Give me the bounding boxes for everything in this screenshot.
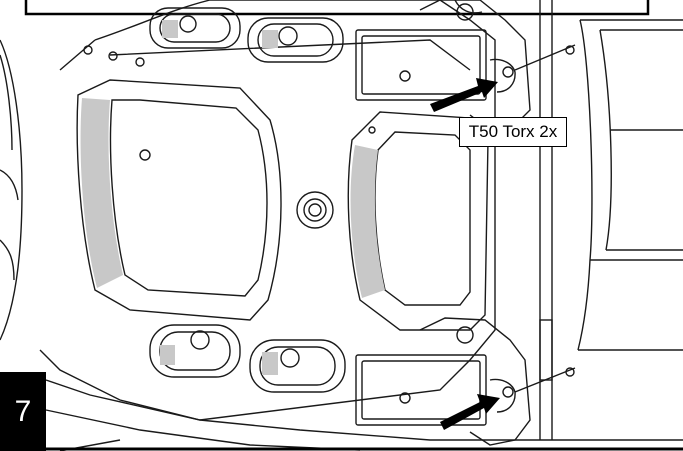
top-frame-box <box>24 0 650 16</box>
arrow-bottom <box>440 394 500 430</box>
bottom-hinge-bracket <box>355 317 576 446</box>
top-hinge-bracket <box>355 0 576 131</box>
left-edge-structure <box>0 39 23 341</box>
right-frame <box>539 0 683 441</box>
arrow-top <box>430 78 498 112</box>
step-number-badge: 7 <box>0 372 46 451</box>
plate-shading <box>80 20 385 375</box>
torx-callout-label: T50 Torx 2x <box>459 117 567 147</box>
